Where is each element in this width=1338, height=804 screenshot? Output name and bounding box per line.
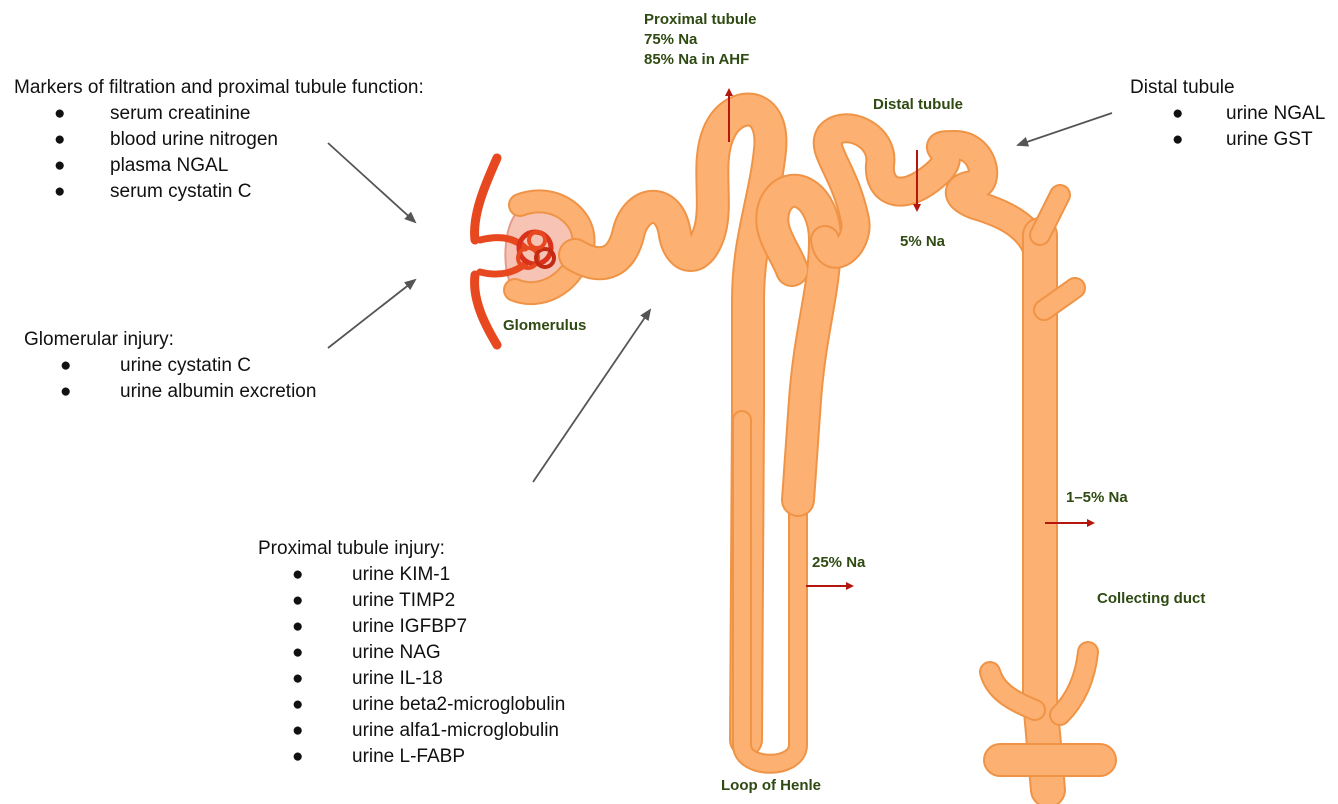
bullet-icon: ●	[292, 562, 303, 588]
bullet-icon: ●	[60, 379, 71, 405]
filtration-markers-list: ●serum creatinine ●blood urine nitrogen …	[14, 101, 424, 205]
filtration-markers: Markers of filtration and proximal tubul…	[14, 75, 424, 205]
bullet-icon: ●	[292, 666, 303, 692]
distal-markers-list: ●urine NGAL ●urine GST	[1130, 101, 1325, 153]
bullet-icon: ●	[54, 101, 65, 127]
proximal-tubule-title: Proximal tubule	[644, 10, 757, 30]
list-item: ●urine KIM-1	[258, 562, 565, 588]
list-item: ●urine alfa1-microglobulin	[258, 718, 565, 744]
bullet-icon: ●	[292, 744, 303, 770]
list-item: ●blood urine nitrogen	[14, 127, 424, 153]
proximal-tubule-na: 75% Na	[644, 30, 757, 50]
glomerular-pointer-arrow	[328, 280, 415, 348]
glomerular-markers-list: ●urine cystatin C ●urine albumin excreti…	[24, 353, 316, 405]
list-item: ●urine IGFBP7	[258, 614, 565, 640]
loop-na-label: 25% Na	[812, 553, 865, 573]
proximal-tubule-na-ahf: 85% Na in AHF	[644, 50, 757, 70]
list-item: ●urine NAG	[258, 640, 565, 666]
collecting-duct-label: Collecting duct	[1097, 589, 1205, 609]
bullet-icon: ●	[292, 588, 303, 614]
list-item: ●urine cystatin C	[24, 353, 316, 379]
bullet-icon: ●	[292, 718, 303, 744]
proximal-injury-markers-heading: Proximal tubule injury:	[258, 536, 565, 562]
list-item: ●urine TIMP2	[258, 588, 565, 614]
list-item: ●serum creatinine	[14, 101, 424, 127]
list-item: ●urine beta2-microglobulin	[258, 692, 565, 718]
bullet-icon: ●	[292, 614, 303, 640]
collecting-na-label: 1–5% Na	[1066, 488, 1128, 508]
distal-markers: Distal tubule ●urine NGAL ●urine GST	[1130, 75, 1325, 153]
bullet-icon: ●	[292, 640, 303, 666]
list-item: ●urine L-FABP	[258, 744, 565, 770]
list-item: ●urine IL-18	[258, 666, 565, 692]
distal-pointer-arrow	[1018, 113, 1112, 145]
distal-markers-heading: Distal tubule	[1130, 75, 1325, 101]
filtration-markers-heading: Markers of filtration and proximal tubul…	[14, 75, 424, 101]
proximal-injury-markers-list: ●urine KIM-1 ●urine TIMP2 ●urine IGFBP7 …	[258, 562, 565, 770]
list-item: ●urine GST	[1130, 127, 1325, 153]
distal-tubule-label: Distal tubule	[873, 95, 963, 115]
glomerular-markers: Glomerular injury: ●urine cystatin C ●ur…	[24, 327, 316, 405]
glomerular-markers-heading: Glomerular injury:	[24, 327, 316, 353]
list-item: ●urine NGAL	[1130, 101, 1325, 127]
list-item: ●serum cystatin C	[14, 179, 424, 205]
bullet-icon: ●	[54, 127, 65, 153]
bullet-icon: ●	[292, 692, 303, 718]
loop-of-henle-label: Loop of Henle	[721, 776, 821, 796]
glomerulus-label: Glomerulus	[503, 316, 586, 336]
bullet-icon: ●	[54, 153, 65, 179]
proximal-injury-markers: Proximal tubule injury: ●urine KIM-1 ●ur…	[258, 536, 565, 770]
proximal-tubule-label: Proximal tubule 75% Na 85% Na in AHF	[644, 10, 757, 70]
list-item: ●urine albumin excretion	[24, 379, 316, 405]
list-item: ●plasma NGAL	[14, 153, 424, 179]
bullet-icon: ●	[1172, 101, 1183, 127]
bullet-icon: ●	[60, 353, 71, 379]
bullet-icon: ●	[1172, 127, 1183, 153]
bullet-icon: ●	[54, 179, 65, 205]
distal-na-label: 5% Na	[900, 232, 945, 252]
